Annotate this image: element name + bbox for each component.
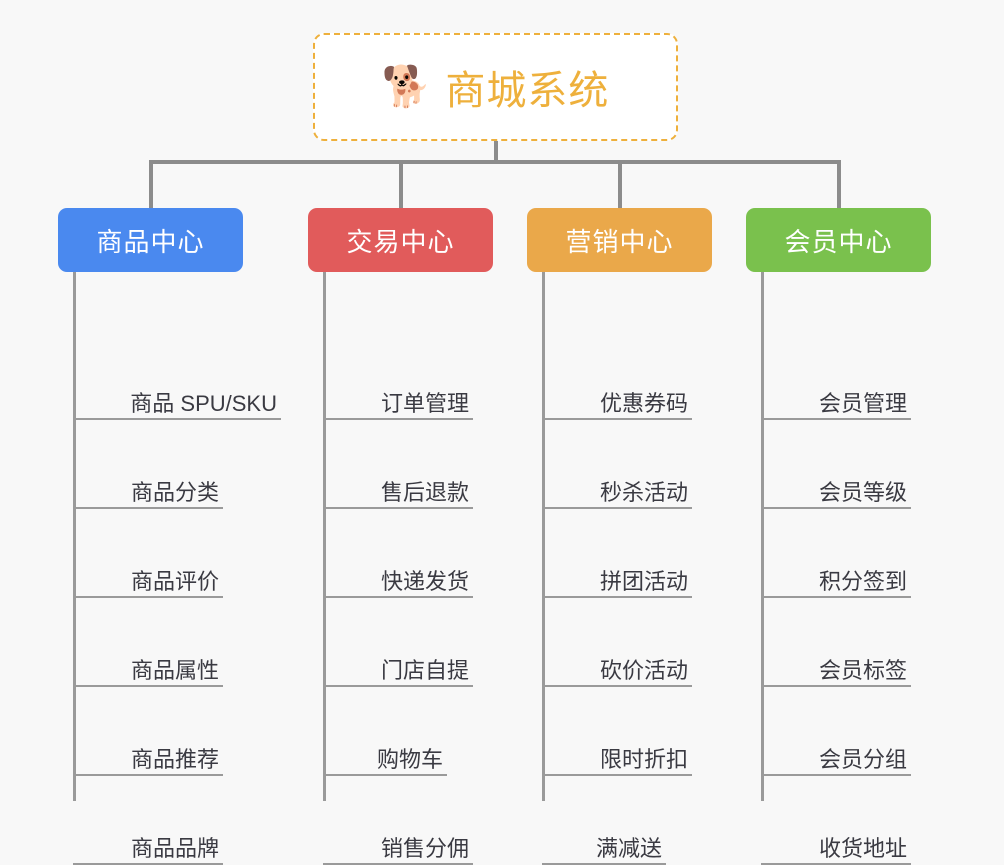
leaf-item[interactable]: 商品分类 [73, 465, 223, 509]
leaf-item[interactable]: 满减送 [542, 821, 666, 865]
leaf-item[interactable]: 优惠券码 [542, 376, 692, 420]
leaf-item[interactable]: 商品评价 [73, 554, 223, 598]
leaf-item[interactable]: 会员标签 [761, 643, 911, 687]
branch-member-center: 会员中心会员管理会员等级积分签到会员标签会员分组收货地址 [746, 208, 931, 865]
branch-drop-product-center [148, 160, 153, 208]
leaf-item-label: 砍价活动 [599, 657, 688, 683]
branch-header-label: 商品中心 [96, 226, 205, 257]
leaf-item[interactable]: 秒杀活动 [542, 465, 692, 509]
leaf-item-label: 商品分类 [130, 479, 219, 505]
leaf-item[interactable]: 商品 SPU/SKU [73, 376, 281, 420]
root-title: 商城系统 [445, 69, 610, 113]
branch-header-label: 交易中心 [346, 226, 455, 257]
leaf-item[interactable]: 会员分组 [761, 732, 911, 776]
leaf-item[interactable]: 会员管理 [761, 376, 911, 420]
bus-line [148, 160, 841, 164]
branch-product-center: 商品中心商品 SPU/SKU 商品分类商品评价商品属性商品推荐商品品牌 [58, 208, 281, 865]
branch-header-label: 营销中心 [565, 226, 674, 257]
leaf-item-label: 快递发货 [380, 568, 469, 594]
leaf-item-label: 订单管理 [380, 390, 469, 416]
leaf-item-label: 限时折扣 [599, 746, 688, 772]
leaf-item-label: 购物车 [376, 746, 443, 772]
leaf-item[interactable]: 拼团活动 [542, 554, 692, 598]
leaf-item[interactable]: 售后退款 [323, 465, 473, 509]
leaf-item[interactable]: 砍价活动 [542, 643, 692, 687]
branch-drop-marketing-center [617, 160, 622, 208]
leaf-item[interactable]: 购物车 [323, 732, 447, 776]
leaf-item[interactable]: 限时折扣 [542, 732, 692, 776]
branch-drop-member-center [836, 160, 841, 208]
leaf-item-label: 收货地址 [818, 835, 907, 861]
leaf-item-label: 积分签到 [818, 568, 907, 594]
leaf-item[interactable]: 商品属性 [73, 643, 223, 687]
branch-trunk-product-center [73, 272, 76, 801]
branch-trunk-member-center [761, 272, 764, 801]
leaf-item[interactable]: 门店自提 [323, 643, 473, 687]
branch-marketing-center: 营销中心优惠券码秒杀活动拼团活动砍价活动限时折扣满减送 [527, 208, 712, 865]
branch-header-label: 会员中心 [784, 226, 893, 257]
leaf-item[interactable]: 商品品牌 [73, 821, 223, 865]
leaf-item[interactable]: 收货地址 [761, 821, 911, 865]
root-node[interactable]: 🐕 商城系统 [313, 33, 678, 141]
root-stem [493, 141, 498, 160]
leaf-item-label: 商品属性 [130, 657, 219, 683]
branch-header-trade-center[interactable]: 交易中心 [308, 208, 493, 272]
leaf-item-label: 秒杀活动 [599, 479, 688, 505]
leaf-item[interactable]: 快递发货 [323, 554, 473, 598]
leaf-item[interactable]: 积分签到 [761, 554, 911, 598]
leaf-item-label: 满减送 [595, 835, 662, 861]
leaf-item-label: 会员管理 [818, 390, 907, 416]
branch-header-member-center[interactable]: 会员中心 [746, 208, 931, 272]
leaf-item-label: 拼团活动 [599, 568, 688, 594]
leaf-item-label: 商品 SPU/SKU [130, 390, 277, 416]
mindmap-canvas: 🐕 商城系统 商品中心商品 SPU/SKU 商品分类商品评价商品属性商品推荐商品品… [58, 33, 931, 865]
leaf-item-label: 会员分组 [818, 746, 907, 772]
branch-header-product-center[interactable]: 商品中心 [58, 208, 243, 272]
leaf-item-label: 优惠券码 [599, 390, 688, 416]
leaf-item[interactable]: 商品推荐 [73, 732, 223, 776]
shiba-dog-face-icon: 🐕 [381, 65, 432, 109]
branch-header-marketing-center[interactable]: 营销中心 [527, 208, 712, 272]
leaf-item-label: 门店自提 [380, 657, 469, 683]
leaf-item-label: 销售分佣 [380, 835, 469, 861]
branch-trade-center: 交易中心订单管理售后退款快递发货门店自提购物车销售分佣 [308, 208, 493, 865]
leaf-item[interactable]: 会员等级 [761, 465, 911, 509]
branch-trunk-marketing-center [542, 272, 545, 801]
branch-trunk-trade-center [323, 272, 326, 801]
leaf-item-label: 会员等级 [818, 479, 907, 505]
leaf-item-label: 商品品牌 [130, 835, 219, 861]
leaf-item-label: 商品推荐 [130, 746, 219, 772]
leaf-item-label: 会员标签 [818, 657, 907, 683]
leaf-item-label: 售后退款 [380, 479, 469, 505]
branch-drop-trade-center [398, 160, 403, 208]
leaf-item[interactable]: 销售分佣 [323, 821, 473, 865]
leaf-item[interactable]: 订单管理 [323, 376, 473, 420]
leaf-item-label: 商品评价 [130, 568, 219, 594]
